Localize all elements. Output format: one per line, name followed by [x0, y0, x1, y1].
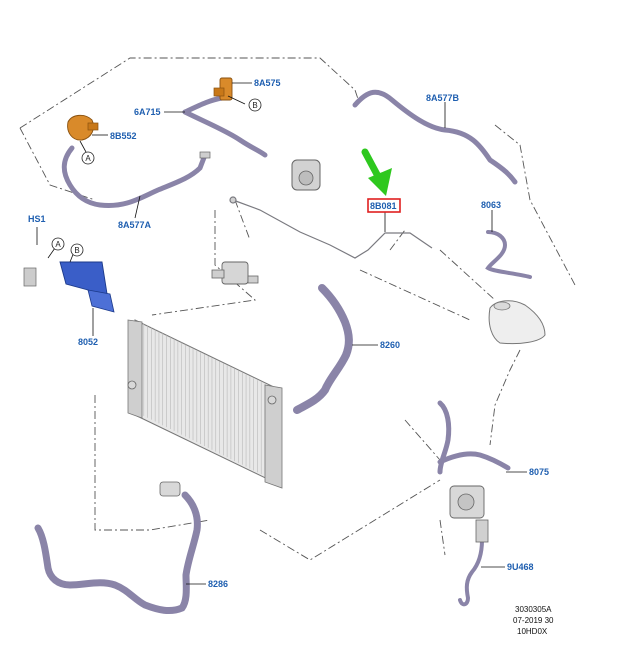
label-8A577B[interactable]: 8A577B	[426, 93, 460, 103]
svg-text:A: A	[55, 240, 61, 249]
callout-circle-b2: B	[70, 243, 84, 257]
label-9U468[interactable]: 9U468	[507, 562, 534, 572]
hose-9U468	[458, 538, 484, 607]
label-8A577A[interactable]: 8A577A	[118, 220, 152, 230]
valve-cluster	[449, 485, 489, 543]
steel-line-8B081	[229, 196, 433, 259]
svg-text:B: B	[74, 246, 79, 255]
sensor-8B552	[67, 114, 99, 141]
label-8286[interactable]: 8286	[208, 579, 228, 589]
label-8260[interactable]: 8260	[380, 340, 400, 350]
label-8052[interactable]: 8052	[78, 337, 98, 347]
hose-6A715	[182, 95, 268, 158]
hose-8286	[34, 491, 201, 615]
label-6A715[interactable]: 6A715	[134, 107, 161, 117]
hose-8A577A	[61, 145, 208, 209]
footer-ref-3: 10HD0X	[517, 627, 548, 636]
callout-circle-a2: A	[51, 237, 65, 251]
highlight-arrow	[361, 148, 392, 196]
water-pump	[291, 159, 321, 191]
leader-lines	[36, 82, 527, 585]
connector-hose-clip	[199, 151, 211, 159]
callout-circle-a1: A	[81, 151, 95, 165]
label-8A575[interactable]: 8A575	[254, 78, 281, 88]
fitting-8A575	[213, 77, 233, 101]
svg-text:B: B	[252, 101, 257, 110]
label-8B081[interactable]: 8B081	[370, 201, 397, 211]
highlight-box-8B081	[367, 198, 401, 213]
bracket-8052	[23, 261, 115, 313]
label-8075[interactable]: 8075	[529, 467, 549, 477]
boundary-outline	[19, 57, 576, 561]
hose-8075	[437, 400, 511, 475]
footer-ref-2: 07-2019 30	[513, 616, 554, 625]
label-HS1[interactable]: HS1	[28, 214, 46, 224]
svg-text:A: A	[85, 154, 91, 163]
hose-8063	[485, 230, 532, 279]
footer-ref-1: 3030305A	[515, 605, 552, 614]
radiator-assembly	[127, 319, 283, 489]
connector-8286-top	[159, 481, 181, 497]
callout-circle-b1: B	[248, 98, 262, 112]
thermostat-housing	[211, 261, 259, 285]
label-8063[interactable]: 8063	[481, 200, 501, 210]
label-8B552[interactable]: 8B552	[110, 131, 137, 141]
coolant-reservoir	[488, 300, 546, 345]
hose-8260	[293, 284, 353, 414]
hose-8A577B	[352, 89, 518, 185]
